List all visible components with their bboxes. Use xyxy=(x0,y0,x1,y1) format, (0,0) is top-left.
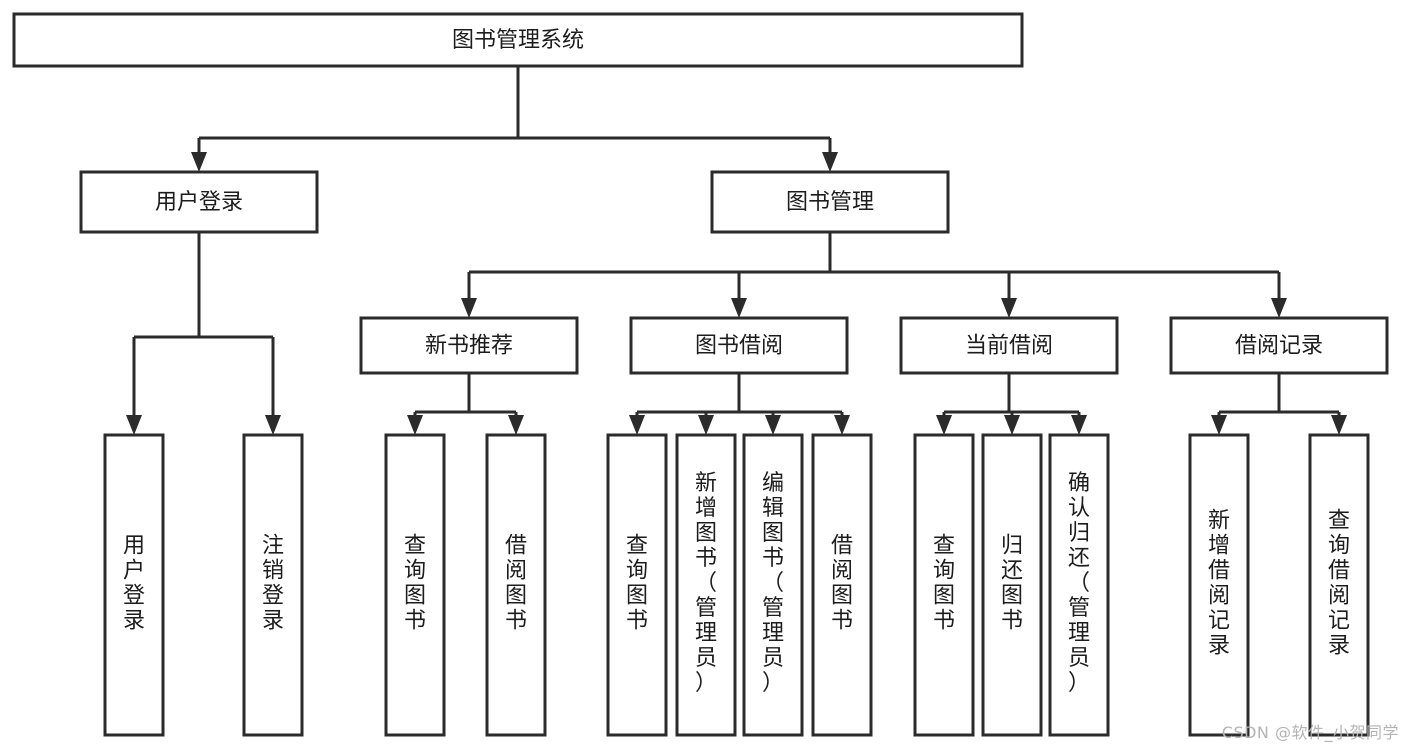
node-label: 查询图书 xyxy=(404,534,426,634)
node-label: 用户登录 xyxy=(155,190,243,215)
arrow-head-icon xyxy=(822,152,838,172)
node-label: 当前借阅 xyxy=(965,334,1053,359)
arrow-head-icon xyxy=(407,415,423,435)
arrow-head-icon xyxy=(1071,415,1087,435)
node-book-manage[interactable]: 图书管理 xyxy=(710,170,950,234)
arrow-head-icon xyxy=(765,415,781,435)
connectors-layer xyxy=(126,66,1347,435)
arrow-head-icon xyxy=(1001,298,1017,318)
node-leaf-query-book-cur[interactable]: 查询图书 xyxy=(913,433,975,737)
node-label: 新增图书（管理员） xyxy=(695,471,717,696)
arrow-head-icon xyxy=(936,415,952,435)
node-root[interactable]: 图书管理系统 xyxy=(12,12,1024,68)
node-label: 图书管理 xyxy=(786,190,874,215)
node-label: 借阅记录 xyxy=(1235,334,1323,359)
node-label: 查询图书 xyxy=(933,534,955,634)
node-leaf-query-book-bo[interactable]: 查询图书 xyxy=(606,433,668,737)
node-borrow-record[interactable]: 借阅记录 xyxy=(1169,316,1389,375)
node-label: 借阅图书 xyxy=(831,534,853,634)
arrow-head-icon xyxy=(191,152,207,172)
arrow-head-icon xyxy=(1331,415,1347,435)
arrow-head-icon xyxy=(731,298,747,318)
arrow-head-icon xyxy=(1211,415,1227,435)
node-leaf-return-book[interactable]: 归还图书 xyxy=(981,433,1043,737)
nodes-layer: 图书管理系统用户登录图书管理新书推荐图书借阅当前借阅借阅记录用户登录注销登录查询… xyxy=(12,12,1389,737)
node-label: 新增借阅记录 xyxy=(1208,509,1230,659)
arrow-head-icon xyxy=(1271,298,1287,318)
node-leaf-edit-book[interactable]: 编辑图书（管理员） xyxy=(742,433,804,737)
node-leaf-query-book-rec[interactable]: 查询图书 xyxy=(384,433,446,737)
arrow-head-icon xyxy=(698,415,714,435)
node-label: 新书推荐 xyxy=(425,334,513,359)
node-leaf-borrow-book-bo[interactable]: 借阅图书 xyxy=(811,433,873,737)
node-new-book-rec[interactable]: 新书推荐 xyxy=(359,316,579,375)
node-user-login[interactable]: 用户登录 xyxy=(79,170,319,234)
node-leaf-borrow-book-rec[interactable]: 借阅图书 xyxy=(485,433,547,737)
node-leaf-query-record[interactable]: 查询借阅记录 xyxy=(1308,433,1370,737)
arrow-head-icon xyxy=(461,298,477,318)
node-label: 用户登录 xyxy=(123,534,145,634)
node-label: 确认归还（管理员） xyxy=(1068,471,1090,696)
node-current-borrow[interactable]: 当前借阅 xyxy=(899,316,1119,375)
node-label: 编辑图书（管理员） xyxy=(762,471,784,696)
node-label: 图书借阅 xyxy=(695,334,783,359)
arrow-head-icon xyxy=(629,415,645,435)
node-leaf-add-record[interactable]: 新增借阅记录 xyxy=(1188,433,1250,737)
node-label: 注销登录 xyxy=(262,534,284,634)
node-label: 借阅图书 xyxy=(505,534,527,634)
node-label: 归还图书 xyxy=(1001,534,1023,634)
node-leaf-confirm-return[interactable]: 确认归还（管理员） xyxy=(1048,433,1110,737)
arrow-head-icon xyxy=(126,415,142,435)
arrow-head-icon xyxy=(508,415,524,435)
node-label: 查询借阅记录 xyxy=(1328,509,1350,659)
node-label: 图书管理系统 xyxy=(452,28,584,53)
watermark-text: CSDN @软件_小贺同学 xyxy=(1221,723,1399,742)
arrow-head-icon xyxy=(265,415,281,435)
arrow-head-icon xyxy=(1004,415,1020,435)
node-leaf-user-login[interactable]: 用户登录 xyxy=(103,433,165,737)
arrow-head-icon xyxy=(834,415,850,435)
node-book-borrow[interactable]: 图书借阅 xyxy=(629,316,849,375)
node-label: 查询图书 xyxy=(626,534,648,634)
node-leaf-add-book[interactable]: 新增图书（管理员） xyxy=(675,433,737,737)
node-leaf-logout[interactable]: 注销登录 xyxy=(242,433,304,737)
